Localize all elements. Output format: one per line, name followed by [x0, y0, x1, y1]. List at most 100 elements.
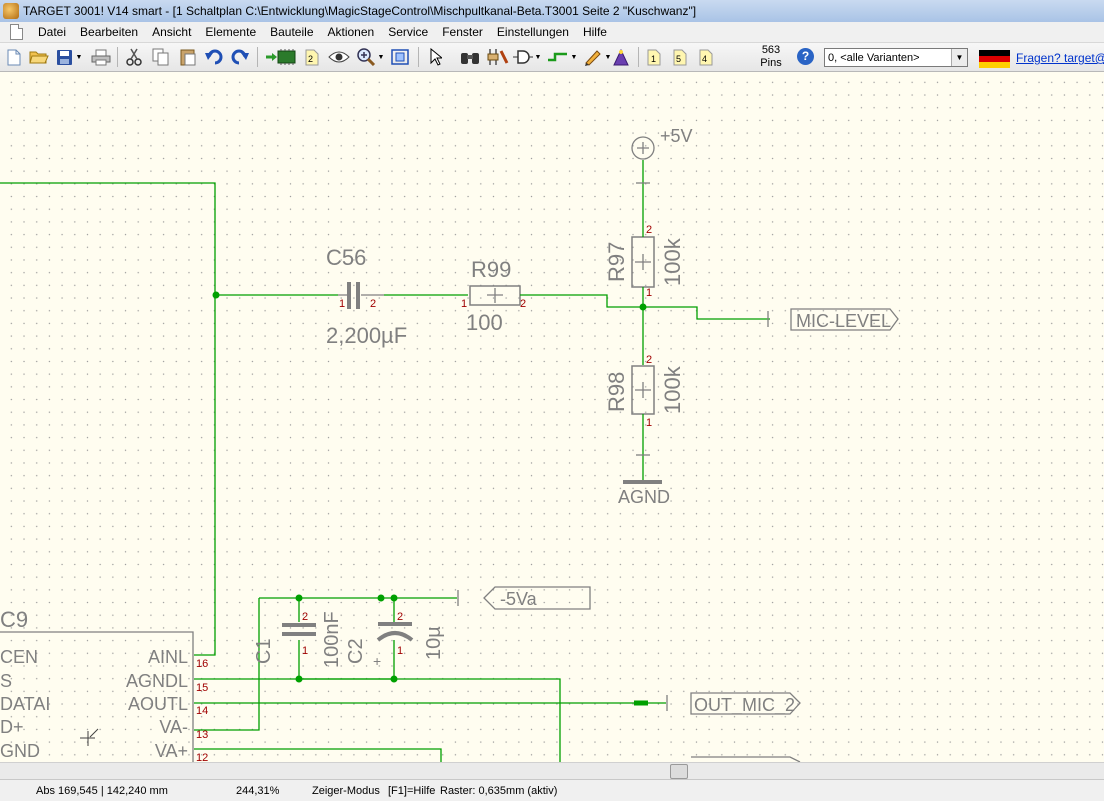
menu-fenster[interactable]: Fenster [442, 25, 483, 39]
menu-einstellungen[interactable]: Einstellungen [496, 25, 569, 39]
pointer-icon[interactable] [426, 47, 446, 67]
cut-icon[interactable] [124, 47, 144, 67]
capacitor-c2[interactable]: 2 1 + C2 10µ [345, 611, 445, 669]
r98-pin1: 1 [646, 417, 652, 429]
resistor-r97[interactable]: 2 1 R97 100k [604, 224, 685, 299]
r97-pin1: 1 [646, 287, 652, 299]
r99-name: R99 [471, 257, 511, 282]
ic9-chip[interactable]: C9 CEN S DATAI D+ GND AINL AGNDL AOUTL V… [0, 607, 208, 762]
menu-aktionen[interactable]: Aktionen [327, 25, 375, 39]
german-flag-icon[interactable] [979, 50, 1010, 68]
zoom-dropdown-icon[interactable]: ▼ [377, 53, 385, 61]
c1-name: C1 [253, 638, 275, 664]
redo-icon[interactable] [229, 47, 251, 67]
gate-symbol-icon[interactable] [512, 47, 534, 67]
menu-bearbeiten[interactable]: Bearbeiten [80, 25, 139, 39]
symbol-dropdown-icon[interactable]: ▼ [534, 53, 542, 61]
ic9-pin-agndl: AGNDL [126, 671, 188, 691]
view-eye-icon[interactable] [327, 47, 351, 67]
paste-icon[interactable] [177, 47, 199, 67]
cursor-crosshair-icon [80, 731, 95, 746]
save-icon[interactable] [54, 47, 74, 67]
c2-name: C2 [345, 638, 367, 664]
menu-elemente[interactable]: Elemente [205, 25, 257, 39]
component-properties-icon[interactable] [486, 47, 510, 67]
wizard-icon[interactable] [610, 47, 632, 67]
zoom-fit-icon[interactable] [388, 47, 412, 67]
layer-4-button[interactable]: 4 [697, 47, 715, 67]
open-folder-icon[interactable] [28, 47, 50, 67]
r97-pin2: 2 [646, 224, 652, 236]
new-file-icon[interactable] [5, 47, 23, 67]
pin-count-label: Pins [760, 57, 782, 69]
resistor-r98[interactable]: 2 1 R98 100k [604, 354, 685, 429]
vplus-symbol[interactable]: +5V [631, 126, 693, 160]
r99-pin1: 1 [461, 298, 467, 310]
horizontal-scrollbar[interactable] [0, 762, 1104, 779]
binoculars-icon[interactable] [459, 47, 481, 67]
ic9-left-pin-3: D+ [0, 717, 24, 737]
scrollbar-thumb[interactable] [670, 764, 688, 779]
ic9-name: C9 [0, 607, 28, 632]
decoupling-wire [298, 598, 395, 680]
schematic-canvas[interactable]: .w { stroke:#00a000; stroke-width:1.3; f… [0, 72, 1104, 762]
wire-dropdown-icon[interactable]: ▼ [570, 53, 578, 61]
status-zoom: 244,31% [236, 785, 280, 797]
menu-bauteile[interactable]: Bauteile [270, 25, 314, 39]
agnd-symbol[interactable]: AGND [618, 480, 670, 507]
r98-pin2: 2 [646, 354, 652, 366]
zoom-icon[interactable] [355, 47, 377, 67]
status-grid: Raster: 0,635mm (aktiv) [440, 785, 558, 797]
menu-datei[interactable]: Datei [38, 25, 67, 39]
menu-service[interactable]: Service [388, 25, 429, 39]
pen-dropdown-icon[interactable]: ▼ [604, 53, 612, 61]
c1-pin2: 2 [302, 611, 308, 623]
layer-1-button[interactable]: 1 [645, 47, 663, 67]
net-label-mic-level[interactable]: MIC-LEVEL [767, 308, 899, 331]
r97-value: 100k [660, 237, 685, 286]
help-icon[interactable]: ? [797, 48, 814, 65]
layer-5-button[interactable]: 5 [671, 47, 689, 67]
ic9-pin-ainl: AINL [148, 647, 188, 667]
menu-hilfe[interactable]: Hilfe [582, 25, 607, 39]
status-bar: Abs 169,545 | 142,240 mm 244,31% Zeiger-… [0, 779, 1104, 801]
copy-icon[interactable] [150, 47, 172, 67]
import-components-icon[interactable] [264, 47, 298, 67]
print-icon[interactable] [90, 47, 112, 67]
c56-pin1: 1 [339, 298, 345, 310]
document-icon[interactable] [10, 24, 23, 40]
ic9-left-pin-2: DATAI [0, 694, 50, 714]
ic9-pin-va-plus: VA+ [155, 741, 188, 761]
ic9-pin-14: 14 [196, 705, 208, 717]
input-wire [0, 182, 216, 656]
layer-2-button[interactable]: 2 [303, 47, 321, 67]
ic9-pin-aoutl: AOUTL [128, 694, 188, 714]
status-coordinates: Abs 169,545 | 142,240 mm [36, 785, 168, 797]
ic9-pin-va-minus: VA- [159, 717, 188, 737]
chevron-down-icon[interactable]: ▼ [951, 49, 967, 66]
menu-ansicht[interactable]: Ansicht [152, 25, 192, 39]
c2-value: 10µ [423, 626, 445, 660]
mic-level-wire [643, 306, 770, 320]
pen-draw-icon[interactable] [582, 47, 604, 67]
ic9-pin-13: 13 [196, 729, 208, 741]
resistor-r99[interactable]: R99 1 2 100 [461, 257, 526, 335]
net-label-vminus[interactable]: -5Va [457, 586, 591, 610]
capacitor-c56[interactable]: C56 1 2 2,200µF [326, 245, 407, 348]
layer-1-label: 1 [651, 54, 656, 64]
status-help-hint: [F1]=Hilfe [388, 785, 436, 797]
status-mode: Zeiger-Modus [312, 785, 380, 797]
ic9-left-pin-1: S [0, 671, 12, 691]
undo-icon[interactable] [203, 47, 225, 67]
net-label-out-mic[interactable]: OUT_MIC_2 [666, 692, 801, 716]
app-icon[interactable] [3, 3, 19, 19]
variant-select[interactable]: 0, <alle Varianten> ▼ [824, 48, 968, 67]
save-dropdown-icon[interactable]: ▼ [75, 53, 83, 61]
draw-wire-icon[interactable] [546, 47, 570, 67]
toolbar: ▼ 2 ▼ ▼ ▼ [0, 43, 1104, 72]
title-bar: TARGET 3001! V14 smart - [1 Schaltplan C… [0, 0, 1104, 23]
c1-pin1: 1 [302, 645, 308, 657]
contact-link[interactable]: Fragen? target@ib [1016, 51, 1104, 65]
pin-counter: 563 Pins [756, 44, 786, 70]
capacitor-c1[interactable]: 2 1 C1 100nF [253, 611, 343, 668]
